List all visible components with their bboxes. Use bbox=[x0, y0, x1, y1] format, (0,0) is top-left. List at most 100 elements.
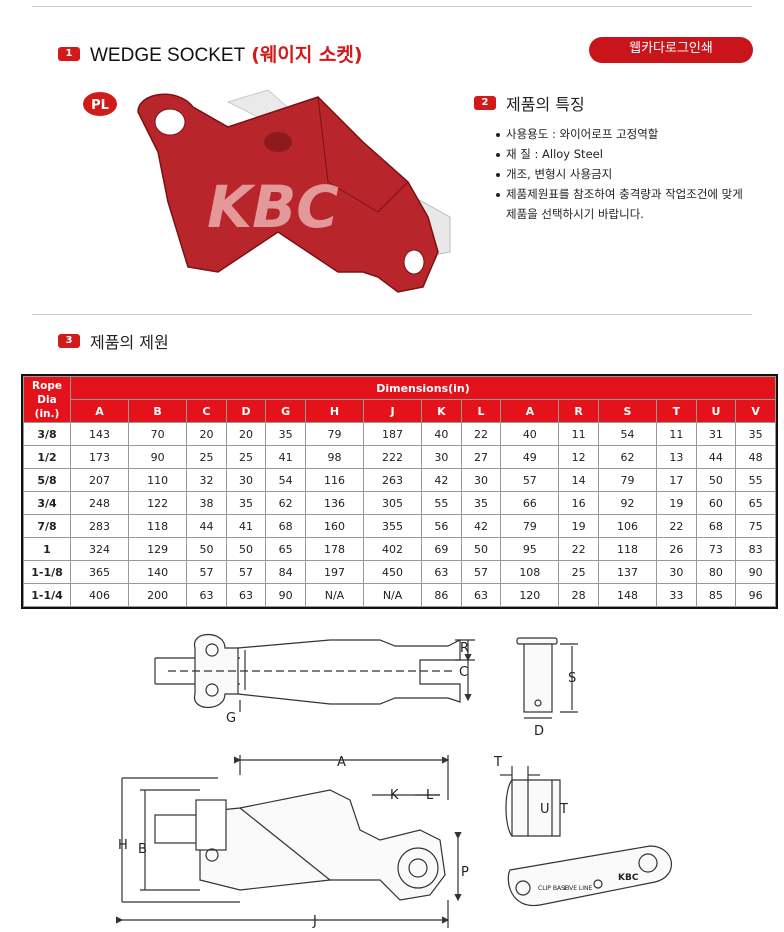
table-cell: 48 bbox=[735, 445, 776, 469]
table-cell: 30 bbox=[460, 468, 502, 492]
table-cell: 56 bbox=[421, 514, 462, 538]
table-cell: 11 bbox=[558, 422, 599, 446]
table-cell: 120 bbox=[500, 583, 560, 607]
table-cell: 108 bbox=[500, 560, 560, 584]
table-cell: 57 bbox=[460, 560, 502, 584]
svg-text:T: T bbox=[493, 755, 502, 770]
table-cell: 30 bbox=[656, 560, 697, 584]
table-cell: 35 bbox=[225, 491, 267, 515]
table-cell: 13 bbox=[656, 445, 697, 469]
table-cell: 65 bbox=[735, 491, 776, 515]
feature-material: 재 질 : Alloy Steel bbox=[496, 144, 743, 164]
table-cell: 90 bbox=[128, 445, 188, 469]
table-cell: 197 bbox=[304, 560, 365, 584]
table-cell: 116 bbox=[304, 468, 365, 492]
table-cell: 200 bbox=[128, 583, 188, 607]
table-cell: 365 bbox=[69, 560, 130, 584]
table-cell: N/A bbox=[363, 583, 423, 607]
svg-text:C: C bbox=[459, 665, 468, 680]
column-header: D bbox=[225, 399, 267, 423]
table-cell: 16 bbox=[558, 491, 599, 515]
table-cell: 20 bbox=[186, 422, 227, 446]
svg-text:LIVE LINE: LIVE LINE bbox=[564, 885, 593, 892]
table-cell: 17 bbox=[656, 468, 697, 492]
pin-drawing bbox=[516, 637, 578, 719]
table-cell: 28 bbox=[558, 583, 599, 607]
table-cell: 14 bbox=[558, 468, 599, 492]
table-cell: 122 bbox=[128, 491, 188, 515]
table-cell: 30 bbox=[225, 468, 267, 492]
table-cell: 19 bbox=[558, 514, 599, 538]
table-cell: 85 bbox=[695, 583, 737, 607]
table-cell: 63 bbox=[421, 560, 462, 584]
table-cell: 305 bbox=[363, 491, 423, 515]
section-number-badge: 3 bbox=[58, 334, 80, 348]
table-cell: 60 bbox=[695, 491, 737, 515]
section-1-heading: 1 WEDGE SOCKET(웨이지 소켓) bbox=[58, 40, 363, 67]
table-cell: 35 bbox=[735, 422, 776, 446]
column-header: U bbox=[695, 399, 737, 423]
table-cell: 42 bbox=[460, 514, 502, 538]
feature-usage: 사용용도 : 와이어로프 고정역할 bbox=[496, 124, 743, 144]
table-cell: 63 bbox=[225, 583, 267, 607]
table-cell: 75 bbox=[735, 514, 776, 538]
rope-dia-cell: 3/8 bbox=[23, 422, 71, 446]
table-cell: 31 bbox=[695, 422, 737, 446]
table-cell: 41 bbox=[265, 445, 306, 469]
svg-text:J: J bbox=[312, 914, 317, 929]
table-cell: 62 bbox=[597, 445, 658, 469]
table-cell: 96 bbox=[735, 583, 776, 607]
feature-selection-cont: 제품을 선택하시기 바랍니다. bbox=[506, 207, 644, 221]
table-cell: 40 bbox=[421, 422, 462, 446]
feature-selection: 제품제원표를 참조하여 충격량과 작업조건에 맞게 bbox=[496, 184, 743, 204]
table-cell: 79 bbox=[304, 422, 365, 446]
column-header: T bbox=[656, 399, 697, 423]
table-cell: 62 bbox=[265, 491, 306, 515]
table-cell: 129 bbox=[128, 537, 188, 561]
table-cell: 54 bbox=[597, 422, 658, 446]
column-header: B bbox=[128, 399, 188, 423]
table-cell: 20 bbox=[225, 422, 267, 446]
table-cell: 90 bbox=[735, 560, 776, 584]
specs-title: 제품의 제원 bbox=[90, 333, 169, 352]
table-cell: 80 bbox=[695, 560, 737, 584]
wedge-labels: T U T CLIP BASE LIVE LINE KBC bbox=[493, 755, 639, 892]
side-view-labels: A K L H B P J bbox=[118, 755, 469, 929]
table-cell: 22 bbox=[558, 537, 599, 561]
table-cell: 35 bbox=[460, 491, 502, 515]
kbc-watermark: KBC bbox=[207, 173, 339, 241]
svg-text:U: U bbox=[540, 802, 550, 817]
table-cell: 44 bbox=[695, 445, 737, 469]
table-cell: 248 bbox=[69, 491, 130, 515]
table-cell: 12 bbox=[558, 445, 599, 469]
table-cell: 49 bbox=[500, 445, 560, 469]
column-header: G bbox=[265, 399, 306, 423]
rope-dia-cell: 7/8 bbox=[23, 514, 71, 538]
table-cell: 33 bbox=[656, 583, 697, 607]
table-cell: 25 bbox=[186, 445, 227, 469]
table-cell: 70 bbox=[128, 422, 188, 446]
column-header: C bbox=[186, 399, 227, 423]
table-cell: 50 bbox=[225, 537, 267, 561]
web-catalog-print-button[interactable]: 웹카다로그인쇄 bbox=[589, 37, 753, 63]
rope-dia-cell: 1/2 bbox=[23, 445, 71, 469]
section-number-badge: 2 bbox=[474, 96, 496, 110]
wedge-drawing bbox=[500, 766, 672, 907]
section-number-badge: 1 bbox=[58, 46, 80, 61]
column-header: A bbox=[500, 399, 560, 423]
table-cell: 41 bbox=[225, 514, 267, 538]
table-cell: 73 bbox=[695, 537, 737, 561]
table-cell: 32 bbox=[186, 468, 227, 492]
svg-text:K: K bbox=[390, 788, 399, 803]
table-cell: 222 bbox=[363, 445, 423, 469]
table-cell: 83 bbox=[735, 537, 776, 561]
column-header: A bbox=[69, 399, 130, 423]
table-cell: 140 bbox=[128, 560, 188, 584]
table-cell: 22 bbox=[656, 514, 697, 538]
table-cell: 84 bbox=[265, 560, 306, 584]
